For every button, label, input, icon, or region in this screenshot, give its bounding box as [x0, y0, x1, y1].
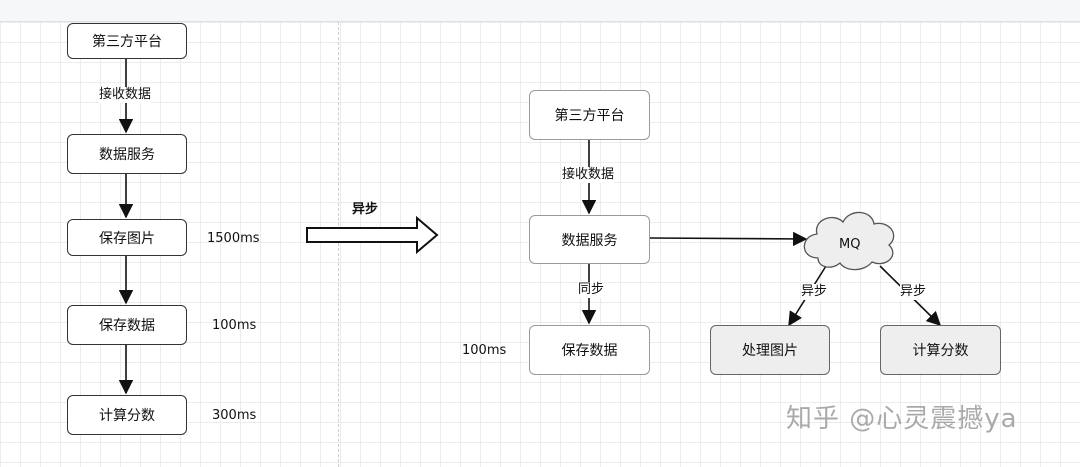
left-node-third-party: 第三方平台	[67, 23, 187, 59]
mq-label: MQ	[839, 237, 861, 252]
timing-save-image: 1500ms	[207, 231, 260, 246]
section-divider	[338, 22, 339, 467]
right-node-calc-score: 计算分数	[880, 325, 1001, 375]
watermark: 知乎 @心灵震撼ya	[786, 404, 1018, 434]
left-edge-label-receive: 接收数据	[99, 87, 152, 103]
async-label-left: 异步	[801, 284, 828, 300]
right-node-data-service: 数据服务	[529, 215, 650, 264]
right-edge-label-sync: 同步	[578, 282, 605, 298]
top-toolbar-strip	[0, 0, 1080, 22]
left-node-calc-score: 计算分数	[67, 395, 187, 435]
right-node-third-party: 第三方平台	[529, 90, 650, 140]
transition-label: 异步	[352, 202, 379, 217]
timing-save-data: 100ms	[212, 318, 257, 333]
mq-cloud-shape	[803, 211, 895, 271]
left-node-save-data: 保存数据	[67, 305, 187, 345]
right-edge-label-receive: 接收数据	[562, 167, 615, 183]
right-node-save-data: 保存数据	[529, 325, 650, 375]
left-node-data-service: 数据服务	[67, 134, 187, 174]
async-label-right: 异步	[900, 284, 927, 300]
right-node-process-image: 处理图片	[710, 325, 830, 375]
edge-service-to-mq	[649, 231, 808, 247]
right-timing-save-data: 100ms	[462, 343, 507, 358]
transition-arrow	[306, 215, 439, 255]
left-node-save-image: 保存图片	[67, 219, 187, 256]
timing-calc-score: 300ms	[212, 408, 257, 423]
